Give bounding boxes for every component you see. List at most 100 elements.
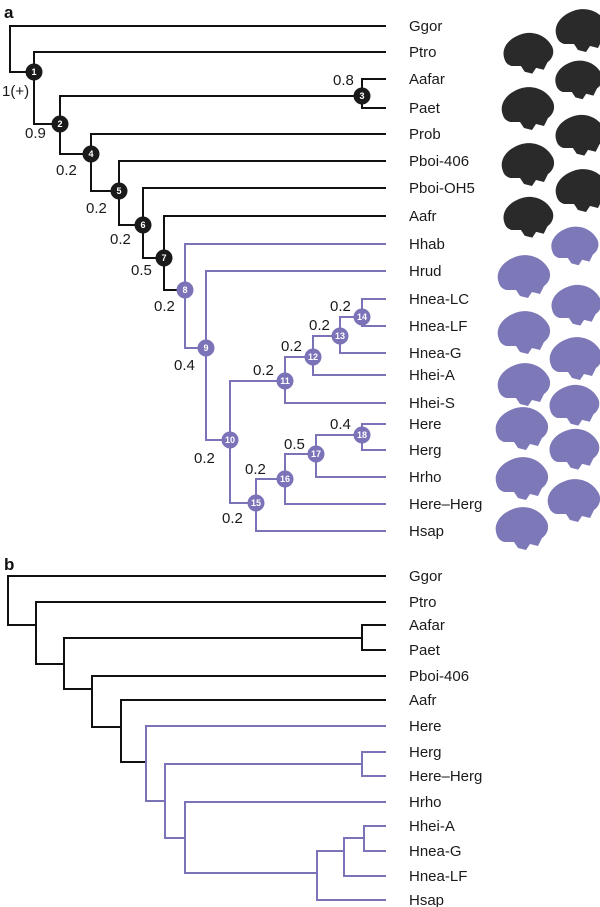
b-branch-hnealf (343, 850, 386, 877)
svg-text:4: 4 (88, 149, 93, 159)
skull-hnealf-image (497, 311, 551, 354)
branch-hhab (184, 243, 386, 291)
b-branch-hrho (184, 801, 386, 839)
skull-hereherg-image (547, 479, 600, 522)
support-node-9: 0.4 (174, 357, 195, 374)
svg-text:10: 10 (225, 435, 235, 445)
branch-node5 (90, 153, 120, 192)
svg-text:7: 7 (161, 253, 166, 263)
b-branch-pboi406 (91, 675, 386, 690)
b-branch-here (145, 725, 386, 763)
taxon-label: Hhab (409, 236, 445, 253)
branch-hrud (205, 270, 386, 349)
node-6: 6 (134, 216, 152, 234)
node-8: 8 (176, 281, 194, 299)
node-7: 7 (155, 249, 173, 267)
support-node-11: 0.2 (253, 362, 274, 379)
taxon-label: Hrho (409, 469, 442, 486)
taxon-label: Ggor (409, 18, 442, 35)
branch-node11 (229, 380, 286, 441)
taxon-label: Aafar (409, 617, 445, 634)
node-10: 10 (221, 431, 239, 449)
support-node-16: 0.2 (245, 461, 266, 478)
skull-hrud-image (497, 255, 551, 298)
panel-a-letter: a (4, 3, 14, 22)
branch-hheia (312, 356, 386, 376)
support-node-18: 0.4 (330, 416, 351, 433)
b-branch-n10 (184, 837, 318, 874)
taxon-label: Hnea-LF (409, 318, 467, 335)
taxon-label: Aafr (409, 208, 437, 225)
taxon-label: Hrho (409, 794, 442, 811)
b-branch-n3 (63, 637, 363, 665)
b-branch-n12 (343, 837, 365, 852)
branch-node15 (229, 439, 257, 504)
svg-text:18: 18 (357, 430, 367, 440)
branch-prob (90, 133, 386, 155)
svg-text:1: 1 (31, 67, 36, 77)
panel-a-nodes: 1 2 3 4 5 6 7 8 9 10 11 12 13 14 15 16 1… (25, 63, 371, 512)
b-branch-hsap (316, 872, 386, 901)
taxon-label: Here (409, 416, 442, 433)
node-16: 16 (276, 470, 294, 488)
skull-herg-image (549, 428, 600, 470)
taxon-label: Paet (409, 642, 441, 659)
taxon-label: Hhei-A (409, 818, 455, 835)
skull-hhab-image (551, 226, 599, 266)
svg-text:12: 12 (308, 352, 318, 362)
taxon-label: Prob (409, 126, 441, 143)
branch-aafr (163, 215, 386, 259)
node-1: 1 (25, 63, 43, 81)
taxon-label: Ggor (409, 568, 442, 585)
panel-b-letter: b (4, 555, 14, 574)
node-2: 2 (51, 115, 69, 133)
support-node-10: 0.2 (194, 450, 215, 467)
support-node-12: 0.2 (281, 338, 302, 355)
taxon-label: Ptro (409, 594, 437, 611)
support-node-13: 0.2 (309, 317, 330, 334)
node-13: 13 (331, 327, 349, 345)
node-15: 15 (247, 494, 265, 512)
skull-hsap-image (495, 507, 549, 550)
node-12: 12 (304, 348, 322, 366)
skull-here-image (495, 407, 549, 450)
node-4: 4 (82, 145, 100, 163)
support-node-7: 0.5 (131, 262, 152, 279)
svg-text:11: 11 (280, 376, 290, 386)
node-18: 18 (353, 426, 371, 444)
support-node-2: 0.9 (25, 125, 46, 142)
taxon-label: Ptro (409, 44, 437, 61)
skull-ptro-image (503, 32, 554, 74)
branch-pboioh5 (142, 187, 386, 226)
taxon-label: Herg (409, 744, 442, 761)
branch-node10 (205, 347, 231, 441)
taxon-label: Hnea-G (409, 843, 462, 860)
b-branch-n5 (91, 688, 122, 728)
b-branch-aafar (361, 624, 386, 639)
skull-hneag-image (549, 337, 600, 380)
skull-prob-image (555, 114, 600, 156)
skull-pboi406-image (501, 143, 555, 186)
taxon-label: Hhei-A (409, 367, 455, 384)
svg-text:2: 2 (57, 119, 62, 129)
taxon-label: Hsap (409, 523, 444, 540)
skull-aafar-image (555, 60, 600, 100)
panel-a-taxa: Ggor Ptro Aafar Paet Prob Pboi-406 Pboi-… (409, 18, 482, 540)
taxon-label: Herg (409, 442, 442, 459)
b-branch-paet (361, 637, 386, 651)
b-branch-n4 (63, 663, 93, 690)
svg-text:3: 3 (359, 91, 364, 101)
branch-hheis (284, 380, 386, 404)
support-node-1: 1(+) (2, 83, 29, 100)
support-node-14: 0.2 (330, 298, 351, 315)
panel-a-support-values: 1(+) 0.9 0.8 0.2 0.2 0.2 0.5 0.2 0.4 0.2… (2, 72, 354, 527)
taxon-label: Pboi-406 (409, 668, 469, 685)
taxon-label: Hsap (409, 892, 444, 907)
branch-ggor (9, 25, 386, 73)
b-branch-hneag (363, 837, 386, 852)
taxon-label: Paet (409, 100, 441, 117)
skull-silhouettes (495, 9, 600, 550)
b-branch-to-n6 (120, 726, 147, 763)
node-5: 5 (110, 182, 128, 200)
